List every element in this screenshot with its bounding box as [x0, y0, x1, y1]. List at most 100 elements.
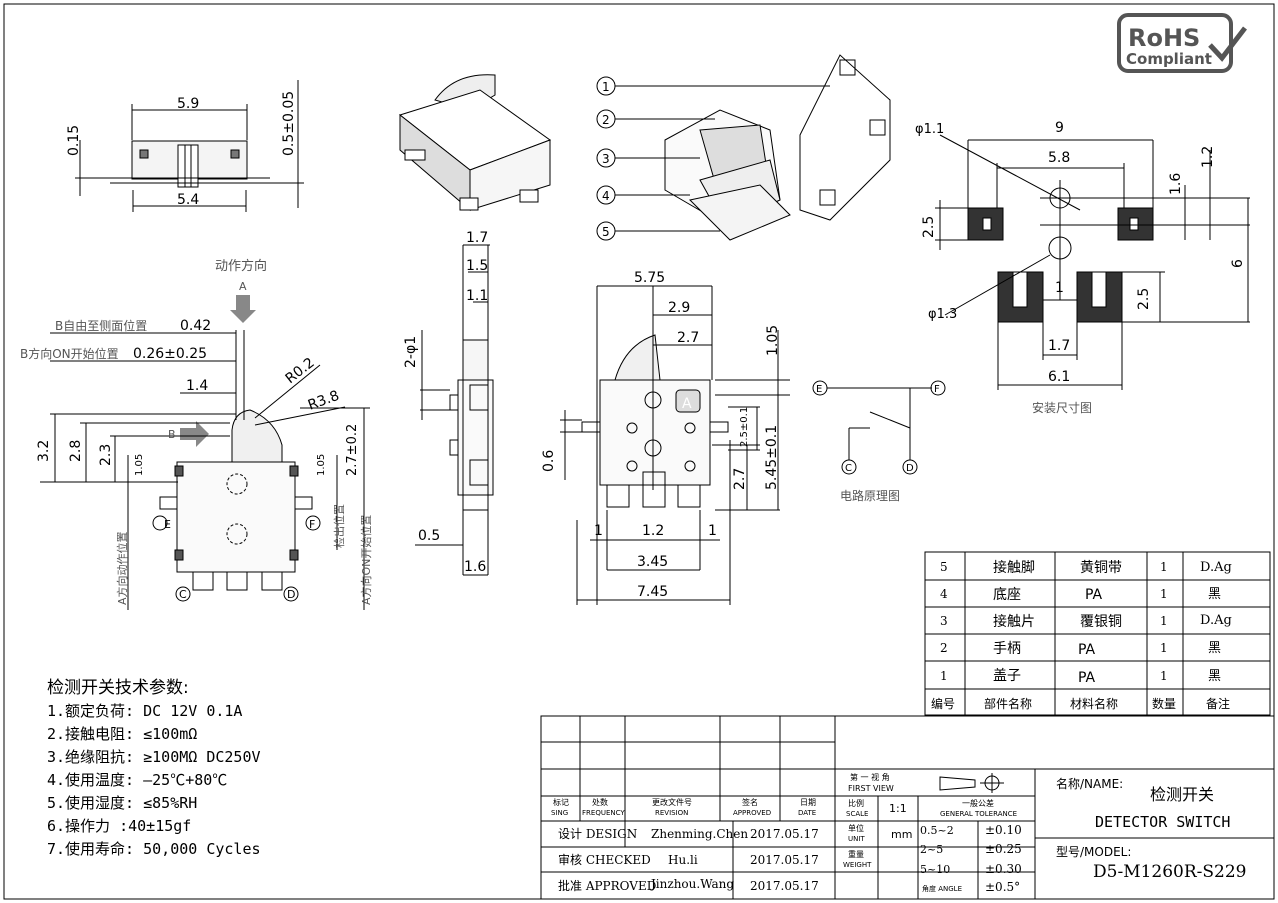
dim-27-lower: 2.7: [732, 468, 748, 490]
approved-date: 2017.05.17: [750, 879, 819, 893]
note-b-side: B自由至侧面位置: [55, 318, 147, 333]
unit-cn: 单位: [848, 823, 864, 833]
title-block: [540, 715, 1275, 900]
bom-row: 2 手柄 PA 1 黑: [940, 641, 1221, 658]
bom-cell: 黄铜带: [1080, 559, 1122, 576]
bom-cell: PA: [1085, 587, 1103, 603]
dim-1b: 1: [708, 523, 717, 539]
design-name: Zhenming.Chen: [651, 827, 748, 841]
dim-23: 2.3: [98, 444, 114, 466]
dim-top-width: 5.9: [177, 96, 199, 112]
dim-6: 6: [1230, 259, 1246, 268]
bom-cell: 5: [940, 560, 948, 574]
approved-name: Jinzhou.Wang: [649, 877, 734, 891]
iso-view: [398, 74, 552, 212]
v-label-a-action: A方向动作位置: [115, 531, 129, 605]
part-name-cn: 检测开关: [1150, 785, 1214, 804]
view-en: FIRST VIEW: [848, 784, 894, 793]
bom-cell: 接触片: [993, 613, 1035, 630]
design-label: 设计 DESIGN: [558, 827, 637, 841]
circuit-caption: 电路原理图: [840, 488, 900, 503]
note-b-on: B方向ON开始位置: [20, 346, 119, 361]
rev-h-en: SING: [551, 809, 568, 817]
rev-h-cn: 标记: [553, 797, 569, 807]
bom-cell: 3: [940, 614, 948, 628]
gen-tol-cn: 一般公差: [962, 798, 994, 808]
rev-h-cn: 更改文件号: [652, 797, 692, 807]
bom-cell: 手柄: [993, 641, 1021, 657]
model-number: D5-M1260R-S229: [1093, 862, 1247, 882]
name-label: 名称/NAME:: [1056, 776, 1123, 791]
dim-29: 2.9: [668, 300, 690, 316]
checked-name: Hu.li: [668, 853, 698, 867]
dim-11: 1.1: [466, 288, 488, 304]
bom-cell: D.Ag: [1200, 613, 1232, 628]
dim-28: 2.8: [68, 440, 84, 462]
rohs-text: RoHS: [1128, 24, 1200, 52]
bom-cell: 黑: [1208, 641, 1221, 656]
bom-cell: 1: [1160, 614, 1168, 628]
dim-06: 0.6: [541, 450, 557, 472]
tol-value: ±0.10: [985, 823, 1022, 837]
dim-026: 0.26±0.25: [133, 346, 207, 362]
node-d: D: [906, 463, 914, 474]
bom-cell: 盖子: [993, 668, 1021, 684]
pin-c-left: C: [179, 588, 187, 601]
rev-h-en: REVISION: [655, 809, 688, 817]
circuit-diagram: [812, 380, 946, 475]
spec-line: 4.使用温度: —25℃+80℃: [47, 771, 227, 789]
dim-2phi1: 2-φ1: [403, 336, 419, 368]
top-view: [75, 80, 304, 212]
pin-f-left: F: [309, 518, 315, 531]
model-label: 型号/MODEL:: [1056, 845, 1131, 859]
callout-2: 2: [602, 113, 610, 127]
design-date: 2017.05.17: [750, 827, 819, 841]
dim-105-front: 1.05: [765, 325, 781, 356]
dim-r38: R3.8: [306, 388, 342, 414]
dim-27: 2.7±0.2: [345, 424, 360, 476]
rev-h-en: DATE: [798, 809, 816, 817]
bom-cell: 1: [1160, 587, 1168, 601]
rev-h-cn: 签名: [742, 797, 758, 807]
bom-cell: PA: [1078, 642, 1096, 658]
exploded-view: [664, 54, 891, 241]
bom-cell: 接触脚: [993, 559, 1035, 576]
rev-h-cn: 处数: [592, 797, 608, 807]
approved-label: 批准 APPROVED: [558, 878, 656, 893]
side-view: [415, 244, 494, 576]
bom-header-cell: 部件名称: [984, 696, 1032, 711]
bom-cell: 覆银铜: [1080, 614, 1122, 630]
bom-cell: 黑: [1208, 587, 1221, 602]
scale-val: 1:1: [889, 802, 907, 815]
dim-17: 1.7: [466, 230, 488, 246]
dim-58: 5.8: [1048, 150, 1070, 166]
dim-15: 1.5: [466, 258, 488, 274]
arrow-a-label: A: [239, 280, 247, 293]
dim-345: 3.45: [637, 554, 668, 570]
dim-25-mount-b: 2.5: [1136, 288, 1152, 310]
bom-header-cell: 编号: [931, 696, 955, 711]
dim-1-mount: 1: [1055, 280, 1064, 296]
dim-phi13: φ1.3: [928, 307, 957, 322]
mounting-view: [935, 134, 1250, 390]
gen-tol-en: GENERAL TOLERANCE: [940, 810, 1017, 818]
dim-16-mount: 1.6: [1168, 173, 1184, 195]
bom-row: 3 接触片 覆银铜 1 D.Ag: [940, 613, 1232, 630]
dim-575: 5.75: [634, 270, 665, 286]
pin-d-left: D: [287, 588, 295, 601]
node-f: F: [934, 384, 940, 395]
bom-cell: 1: [1160, 560, 1168, 574]
rohs-subtext: Compliant: [1126, 50, 1212, 68]
spec-line: 5.使用湿度: ≤85%RH: [47, 794, 197, 812]
tol-range: 2~5: [920, 843, 943, 856]
unit-val: mm: [891, 828, 912, 841]
left-view: [40, 295, 370, 610]
view-cn: 第 一 视 角: [850, 772, 890, 782]
node-c: C: [845, 463, 852, 474]
rev-h-en: APPROVED: [733, 809, 771, 817]
dim-12: 1.2: [642, 523, 664, 539]
pin-e-left: E: [164, 518, 171, 531]
dim-r02: R0.2: [283, 355, 318, 387]
bom-row: 5 接触脚 黄铜带 1 D.Ag: [940, 559, 1232, 576]
callout-1: 1: [602, 80, 610, 94]
